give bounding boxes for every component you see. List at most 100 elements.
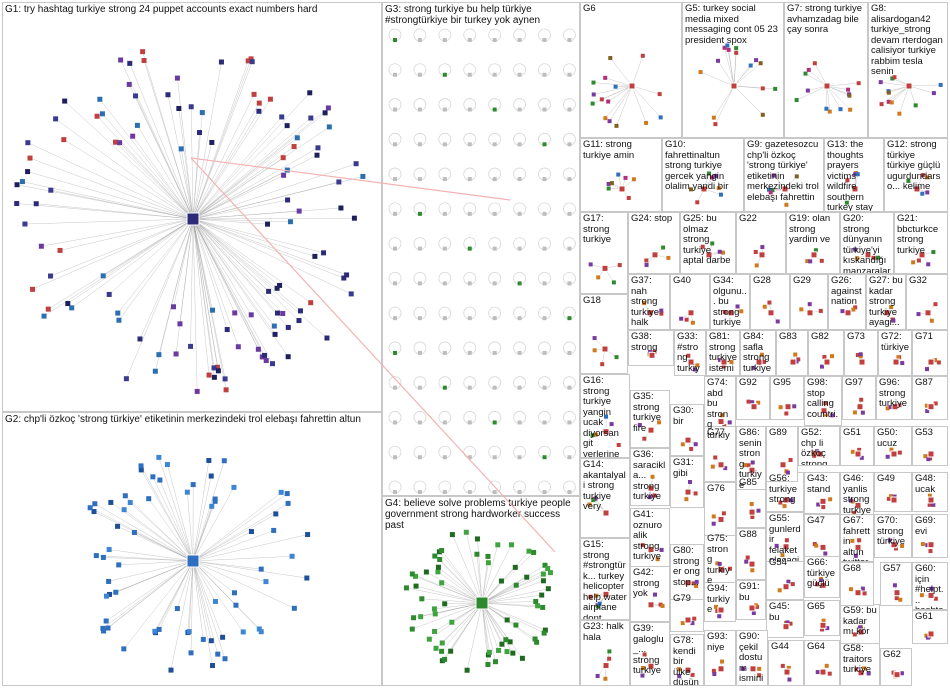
- node: [411, 615, 417, 621]
- node: [590, 433, 595, 438]
- edge: [192, 218, 289, 328]
- edge: [192, 492, 282, 562]
- group-network-g69: [920, 541, 935, 554]
- hub-node: [687, 358, 695, 366]
- node: [727, 566, 732, 571]
- node: [853, 172, 858, 177]
- edge: [477, 538, 483, 604]
- node: [734, 50, 739, 55]
- node: [858, 354, 863, 359]
- node: [542, 562, 548, 568]
- node: [496, 647, 502, 653]
- node: [693, 442, 698, 447]
- edge: [50, 218, 194, 277]
- node: [722, 45, 727, 50]
- edge: [17, 184, 194, 220]
- node: [504, 617, 510, 623]
- node: [716, 58, 721, 63]
- edge: [805, 73, 828, 87]
- node: [174, 606, 180, 612]
- node: [818, 308, 823, 313]
- node: [686, 353, 691, 358]
- edge: [481, 602, 490, 653]
- node: [417, 316, 422, 321]
- node: [796, 357, 801, 362]
- node: [285, 354, 291, 360]
- group-network-g6: [590, 53, 663, 128]
- hub-node: [924, 309, 932, 317]
- node: [134, 122, 140, 128]
- node: [606, 186, 611, 191]
- edge: [593, 82, 633, 87]
- node: [199, 110, 205, 116]
- node: [417, 107, 422, 112]
- hub-node: [864, 251, 872, 259]
- group-network-g95: [778, 403, 797, 416]
- hub-node: [820, 407, 828, 415]
- node: [417, 490, 422, 494]
- node: [100, 625, 106, 631]
- node: [857, 625, 862, 630]
- edge: [434, 602, 483, 610]
- hub-node: [684, 666, 692, 674]
- hub-node: [648, 351, 656, 359]
- node: [393, 316, 397, 321]
- edge: [192, 218, 280, 286]
- edge: [154, 560, 194, 632]
- hub-node: [717, 418, 725, 426]
- node: [929, 318, 934, 323]
- node: [933, 596, 938, 601]
- hub-node: [684, 488, 692, 496]
- node: [757, 673, 762, 678]
- node: [540, 578, 546, 584]
- group-network-g71: [925, 358, 941, 372]
- node: [115, 523, 121, 529]
- node: [778, 500, 783, 505]
- node: [936, 360, 941, 365]
- node: [715, 561, 720, 566]
- node: [542, 211, 547, 216]
- node: [190, 482, 196, 488]
- node: [417, 281, 422, 286]
- node: [929, 586, 934, 591]
- node: [727, 420, 732, 425]
- node: [535, 603, 541, 609]
- node: [611, 280, 616, 285]
- group-network-g41: [640, 543, 664, 562]
- hub-node: [782, 583, 790, 591]
- group-network-g8: [878, 75, 943, 116]
- node: [393, 455, 397, 460]
- node: [57, 247, 63, 253]
- edge: [192, 61, 222, 220]
- node: [777, 588, 782, 593]
- node: [184, 489, 190, 495]
- node: [712, 672, 717, 677]
- group-network-g43: [816, 497, 833, 510]
- hub-node: [647, 426, 655, 434]
- hub-node: [891, 403, 899, 411]
- node: [100, 554, 106, 560]
- node: [492, 107, 497, 112]
- node: [885, 406, 890, 411]
- node: [467, 211, 472, 216]
- node: [819, 578, 824, 583]
- edge: [102, 560, 194, 629]
- node: [412, 573, 418, 579]
- group-network-g55: [774, 538, 790, 558]
- group-network-g23: [595, 649, 612, 681]
- node: [616, 172, 621, 177]
- edge: [103, 557, 194, 562]
- node: [897, 111, 902, 116]
- edge: [881, 85, 910, 105]
- node: [862, 591, 867, 596]
- hub-node: [854, 501, 862, 509]
- edge: [481, 602, 543, 608]
- node: [231, 590, 237, 596]
- node: [103, 618, 109, 624]
- group-network-g93: [711, 659, 725, 677]
- node: [689, 446, 694, 451]
- node: [271, 527, 277, 533]
- node: [393, 490, 397, 494]
- node: [305, 532, 311, 538]
- hub-node: [684, 436, 692, 444]
